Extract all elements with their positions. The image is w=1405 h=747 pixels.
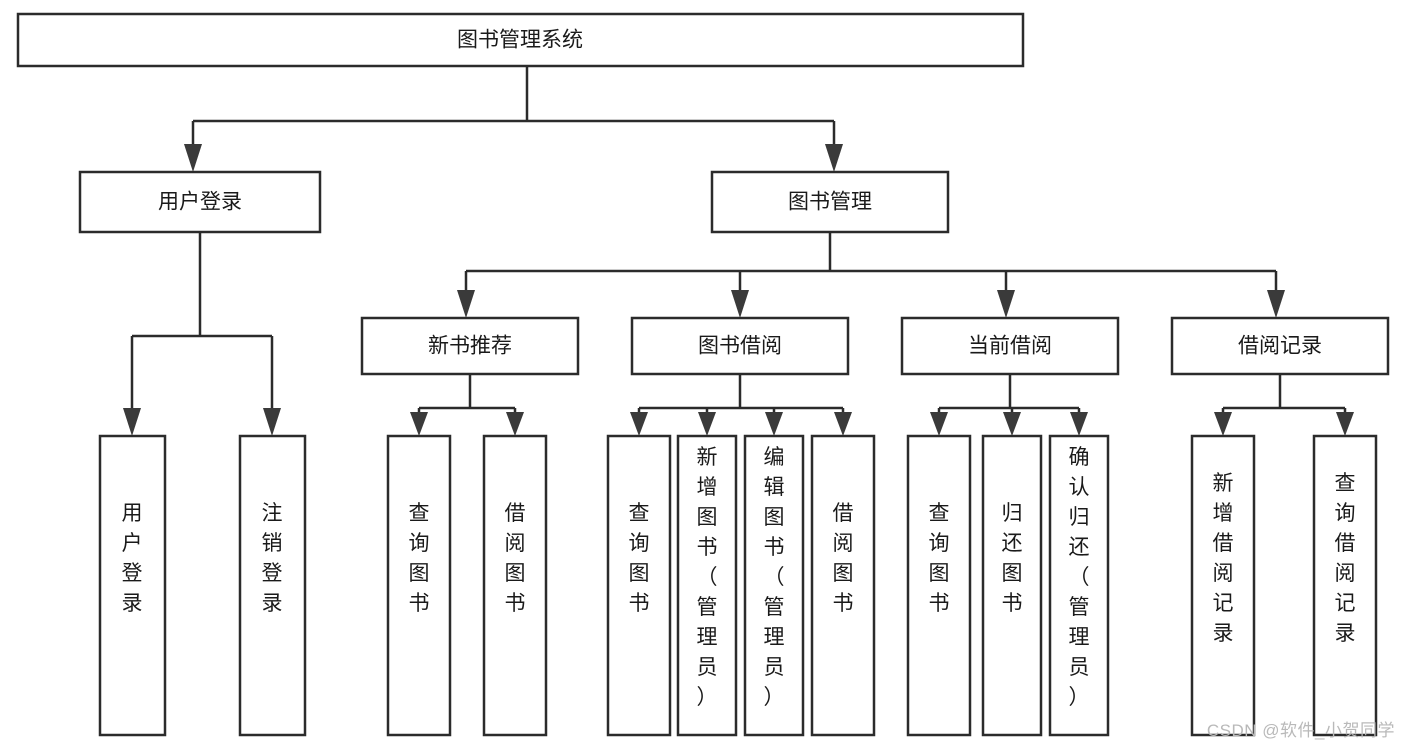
node-leaf-add-borrow-record-box[interactable] <box>1190 434 1256 737</box>
node-leaf-add-book-admin-box[interactable] <box>676 434 738 737</box>
edge-group-user-login-children <box>123 232 281 436</box>
node-leaf-return-book-label: 归还图书 <box>1002 502 1023 615</box>
node-book-borrow[interactable]: 图书借阅 <box>630 316 850 376</box>
node-leaf-edit-book-admin-box[interactable] <box>743 434 805 737</box>
node-leaf-query-book-new-label: 查询图书 <box>409 502 430 615</box>
edge-group-book-manage-children <box>457 232 1285 318</box>
node-leaf-borrow-book-new-box[interactable] <box>482 434 548 737</box>
node-new-book-recommend-label: 新书推荐 <box>428 335 512 358</box>
edge-group-book-borrow-children <box>630 374 852 436</box>
arrow-head-leaf-borrow-book-2 <box>834 412 852 436</box>
node-current-borrow-box[interactable] <box>900 316 1120 376</box>
node-new-book-recommend-box[interactable] <box>360 316 580 376</box>
arrow-head-leaf-confirm-return <box>1070 412 1088 436</box>
node-user-login-box[interactable] <box>78 170 322 234</box>
arrow-head-leaf-query-book-2 <box>630 412 648 436</box>
node-current-borrow[interactable]: 当前借阅 <box>900 316 1120 376</box>
node-leaf-user-login[interactable]: 用户登录 <box>98 434 167 737</box>
arrow-head-leaf-add-record <box>1214 412 1232 436</box>
node-leaf-confirm-return-admin[interactable]: 确认归还（管理员） <box>1048 434 1110 737</box>
node-leaf-user-logout[interactable]: 注销登录 <box>238 434 307 737</box>
node-leaf-confirm-return-admin-box[interactable] <box>1048 434 1110 737</box>
node-leaf-borrow-book-borrow-box[interactable] <box>810 434 876 737</box>
arrow-head-user-login <box>184 144 202 172</box>
node-book-borrow-box[interactable] <box>630 316 850 376</box>
node-leaf-return-book[interactable]: 归还图书 <box>981 434 1043 737</box>
node-leaf-borrow-book-borrow[interactable]: 借阅图书 <box>810 434 876 737</box>
node-leaf-query-book-new[interactable]: 查询图书 <box>386 434 452 737</box>
node-leaf-edit-book-admin-label: 编辑图书（管理员） <box>764 446 785 709</box>
node-book-manage-box[interactable] <box>710 170 950 234</box>
arrow-head-leaf-add-book <box>698 412 716 436</box>
arrow-head-leaf-query-record <box>1336 412 1354 436</box>
node-leaf-add-book-admin-label: 新增图书（管理员） <box>697 446 718 709</box>
arrow-head-book-manage <box>825 144 843 172</box>
node-root-label: 图书管理系统 <box>457 29 583 52</box>
node-leaf-edit-book-admin[interactable]: 编辑图书（管理员） <box>743 434 805 737</box>
arrow-head-leaf-query-book-3 <box>930 412 948 436</box>
node-leaf-add-borrow-record-label: 新增借阅记录 <box>1213 472 1234 645</box>
node-book-manage-label: 图书管理 <box>788 191 872 214</box>
node-leaf-user-logout-box[interactable] <box>238 434 307 737</box>
arrow-head-borrow-record <box>1267 290 1285 318</box>
node-leaf-add-book-admin[interactable]: 新增图书（管理员） <box>676 434 738 737</box>
edge-group-new-book-rec-children <box>410 374 524 436</box>
arrow-head-current-borrow <box>997 290 1015 318</box>
node-leaf-query-book-current-box[interactable] <box>906 434 972 737</box>
edge-group-borrow-record-children <box>1214 374 1354 436</box>
node-root-box[interactable] <box>16 12 1025 68</box>
arrow-head-leaf-return-book <box>1003 412 1021 436</box>
node-book-borrow-label: 图书借阅 <box>698 335 782 358</box>
node-leaf-add-borrow-record[interactable]: 新增借阅记录 <box>1190 434 1256 737</box>
arrow-head-new-book-rec <box>457 290 475 318</box>
edge-group-root-to-level1 <box>184 66 843 172</box>
node-leaf-user-login-label: 用户登录 <box>122 502 143 615</box>
node-leaf-borrow-book-new[interactable]: 借阅图书 <box>482 434 548 737</box>
node-leaf-borrow-book-borrow-label: 借阅图书 <box>833 502 854 615</box>
node-leaf-user-login-box[interactable] <box>98 434 167 737</box>
arrow-head-leaf-borrow-book-1 <box>506 412 524 436</box>
node-leaf-query-book-borrow-box[interactable] <box>606 434 672 737</box>
node-user-login[interactable]: 用户登录 <box>78 170 322 234</box>
node-leaf-query-book-new-box[interactable] <box>386 434 452 737</box>
arrow-head-leaf-query-book-1 <box>410 412 428 436</box>
node-leaf-query-book-borrow-label: 查询图书 <box>629 502 650 615</box>
node-root[interactable]: 图书管理系统 <box>16 12 1025 68</box>
arrow-head-leaf-edit-book <box>765 412 783 436</box>
node-borrow-record[interactable]: 借阅记录 <box>1170 316 1390 376</box>
node-leaf-return-book-box[interactable] <box>981 434 1043 737</box>
node-leaf-borrow-book-new-label: 借阅图书 <box>505 502 526 615</box>
node-leaf-query-borrow-record-label: 查询借阅记录 <box>1335 472 1356 645</box>
arrow-head-book-borrow <box>731 290 749 318</box>
node-leaf-query-book-borrow[interactable]: 查询图书 <box>606 434 672 737</box>
node-leaf-user-logout-label: 注销登录 <box>262 502 283 615</box>
node-borrow-record-label: 借阅记录 <box>1238 335 1322 358</box>
node-current-borrow-label: 当前借阅 <box>968 335 1052 358</box>
node-borrow-record-box[interactable] <box>1170 316 1390 376</box>
node-leaf-query-book-current[interactable]: 查询图书 <box>906 434 972 737</box>
node-leaf-query-book-current-label: 查询图书 <box>929 502 950 615</box>
edge-group-current-borrow-children <box>930 374 1088 436</box>
node-new-book-recommend[interactable]: 新书推荐 <box>360 316 580 376</box>
node-leaf-query-borrow-record[interactable]: 查询借阅记录 <box>1312 434 1378 737</box>
node-leaf-confirm-return-admin-label: 确认归还（管理员） <box>1069 446 1090 709</box>
arrow-head-leaf-user-login <box>123 408 141 436</box>
arrow-head-leaf-user-logout <box>263 408 281 436</box>
node-leaf-query-borrow-record-box[interactable] <box>1312 434 1378 737</box>
node-user-login-label: 用户登录 <box>158 191 242 214</box>
node-book-manage[interactable]: 图书管理 <box>710 170 950 234</box>
